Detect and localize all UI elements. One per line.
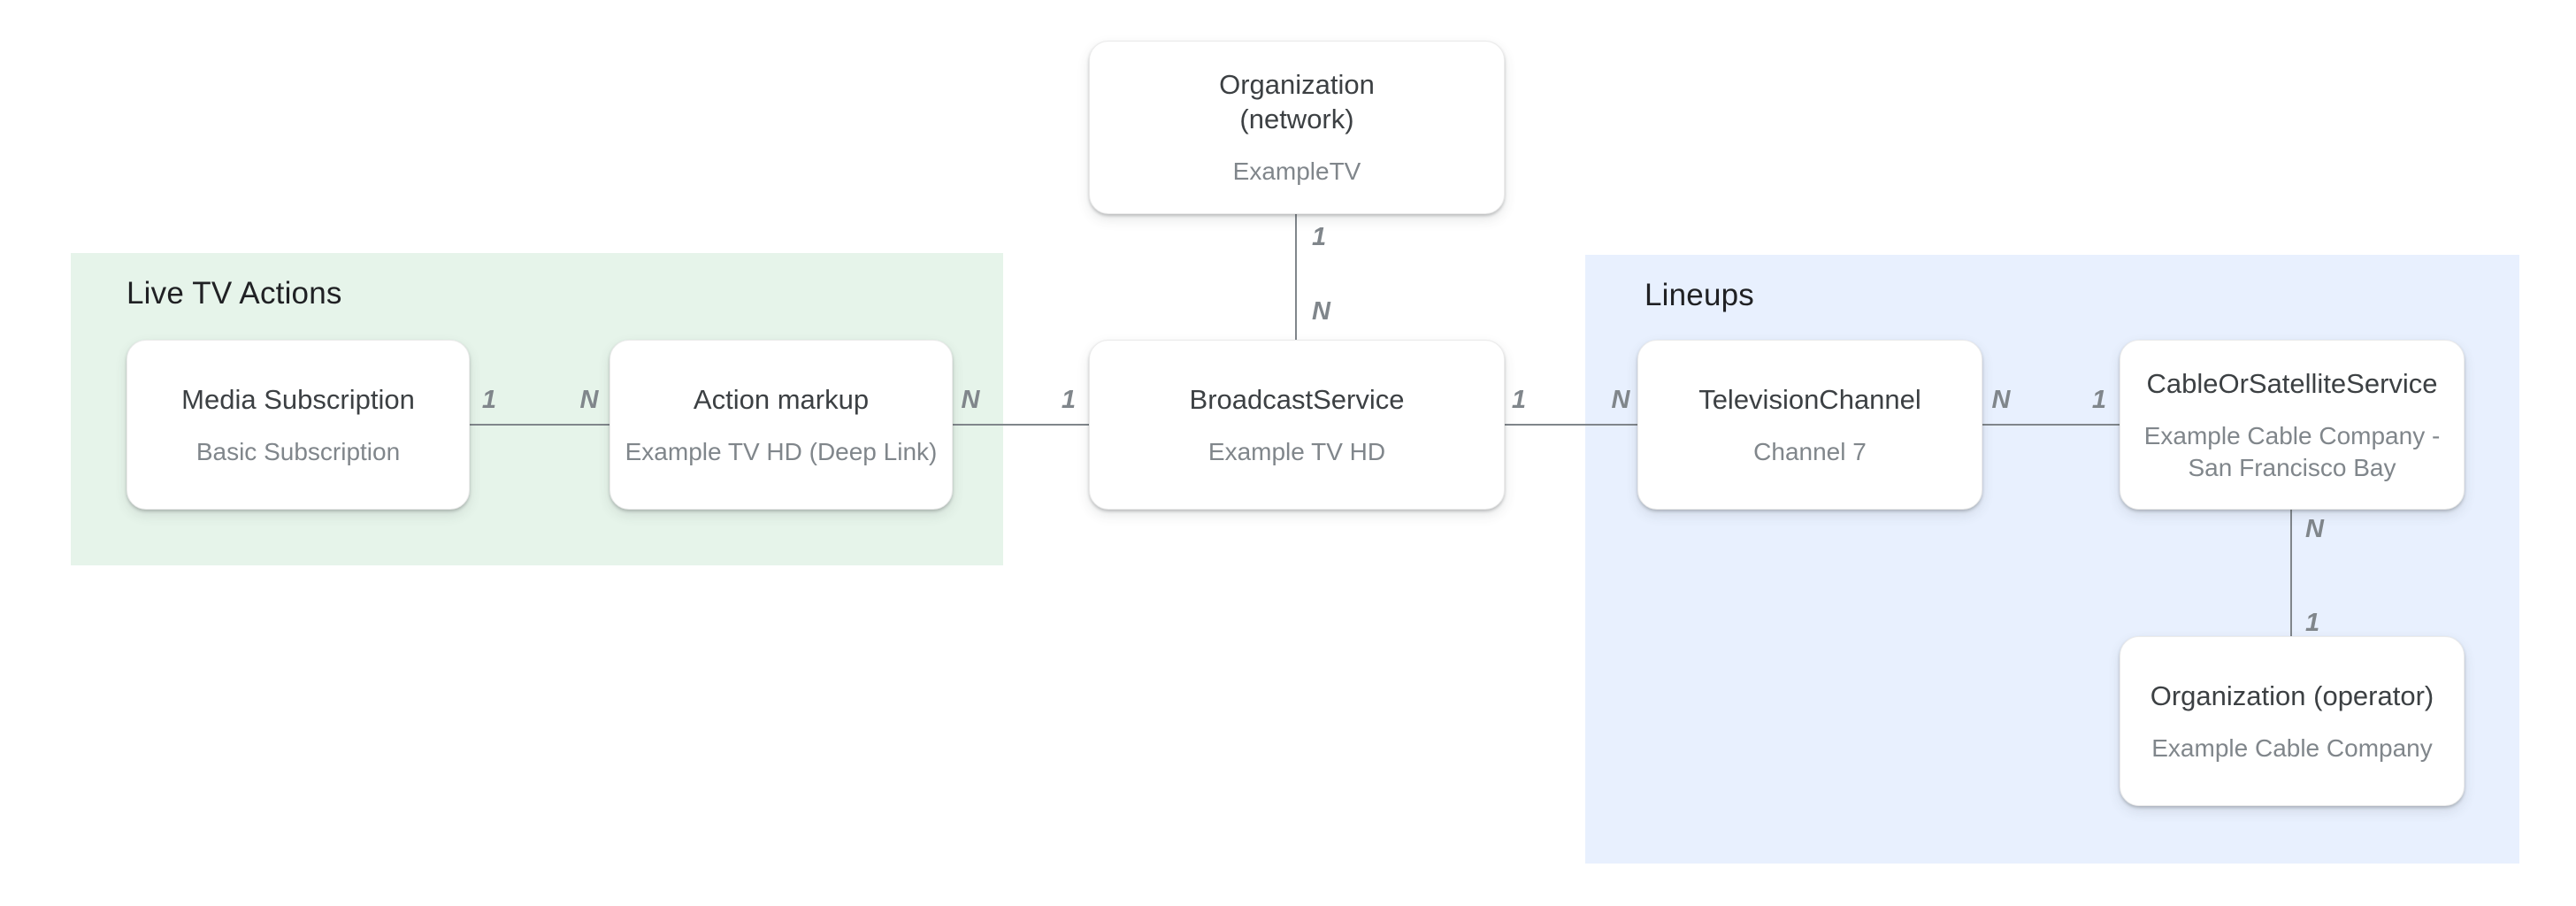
edge-network-to-broadcast bbox=[1295, 214, 1297, 340]
cardinality-label: N bbox=[1611, 386, 1630, 414]
node-title: TelevisionChannel bbox=[1698, 383, 1921, 415]
node-title: Media Subscription bbox=[181, 383, 415, 415]
cardinality-label: N bbox=[1991, 386, 2011, 414]
edge-cable-to-operator bbox=[2290, 510, 2292, 636]
node-organization-operator: Organization (operator) Example Cable Co… bbox=[2120, 636, 2465, 806]
node-media-subscription: Media Subscription Basic Subscription bbox=[126, 340, 470, 510]
node-action-markup: Action markup Example TV HD (Deep Link) bbox=[610, 340, 953, 510]
node-subtitle: Example TV HD (Deep Link) bbox=[625, 437, 938, 465]
node-television-channel: TelevisionChannel Channel 7 bbox=[1637, 340, 1982, 510]
cardinality-label: 1 bbox=[1312, 223, 1327, 251]
node-title: Action markup bbox=[693, 383, 870, 415]
edge-broadcast-to-channel bbox=[1505, 424, 1637, 426]
node-subtitle: Example Cable Company bbox=[2151, 733, 2433, 762]
node-subtitle: Channel 7 bbox=[1753, 437, 1867, 465]
cardinality-label: 1 bbox=[2091, 386, 2107, 414]
node-title: BroadcastService bbox=[1189, 383, 1405, 415]
edge-channel-to-cable bbox=[1982, 424, 2120, 426]
section-label: Lineups bbox=[1644, 278, 1755, 312]
node-subtitle: ExampleTV bbox=[1232, 157, 1361, 186]
node-subtitle: Example TV HD bbox=[1208, 437, 1386, 465]
node-title: CableOrSatelliteService bbox=[2146, 367, 2438, 399]
cardinality-label: 1 bbox=[1511, 386, 1527, 414]
cardinality-label: N bbox=[2305, 515, 2324, 543]
cardinality-label: 1 bbox=[1061, 386, 1077, 414]
node-subtitle: Example Cable Company - San Francisco Ba… bbox=[2143, 421, 2441, 481]
edge-action-to-broadcast bbox=[953, 424, 1089, 426]
node-subtitle: Basic Subscription bbox=[196, 437, 401, 465]
cardinality-label: N bbox=[579, 386, 599, 414]
node-title: Organization (operator) bbox=[2150, 680, 2434, 711]
node-broadcast-service: BroadcastService Example TV HD bbox=[1089, 340, 1505, 510]
section-label: Live TV Actions bbox=[126, 276, 342, 311]
node-title: Organization (network) bbox=[1219, 69, 1375, 135]
cardinality-label: 1 bbox=[481, 386, 497, 414]
cardinality-label: N bbox=[1312, 297, 1330, 326]
cardinality-label: N bbox=[961, 386, 980, 414]
cardinality-label: 1 bbox=[2305, 609, 2320, 637]
node-cable-or-satellite-service: CableOrSatelliteService Example Cable Co… bbox=[2120, 340, 2465, 510]
node-organization-network: Organization (network) ExampleTV bbox=[1089, 41, 1505, 214]
edge-media-to-action bbox=[470, 424, 610, 426]
